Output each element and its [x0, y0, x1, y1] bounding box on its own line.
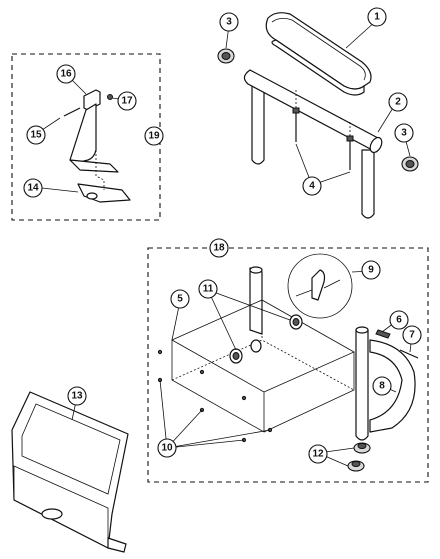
side-panel-foot: [107, 537, 127, 553]
end-cap-left: [217, 48, 235, 64]
svg-text:19: 19: [148, 131, 160, 142]
svg-text:11: 11: [203, 284, 214, 295]
small-pin: [399, 349, 419, 359]
screw-left-head: [292, 107, 300, 114]
callout-11: 11: [198, 279, 218, 299]
callout-6: 6: [389, 310, 409, 330]
svg-text:17: 17: [121, 96, 133, 107]
callout-17: 17: [117, 91, 137, 111]
bottom-cap-b: [347, 460, 365, 472]
knob-b: [229, 348, 243, 364]
callout-12: 12: [308, 444, 328, 464]
curved-handle: [369, 339, 416, 433]
frame-tube-right: [355, 329, 369, 441]
svg-text:7: 7: [409, 330, 415, 341]
panel-frame: [171, 339, 265, 433]
frame-assembly: [157, 253, 419, 472]
kit-box-19: [11, 53, 161, 221]
armrest-pad-top: [271, 18, 366, 81]
svg-text:5: 5: [177, 294, 183, 305]
callout-14: 14: [23, 178, 43, 198]
bracket-screw: [63, 107, 81, 117]
svg-text:3: 3: [401, 128, 407, 139]
callout-3a: 3: [219, 12, 239, 32]
callout-7: 7: [402, 325, 422, 345]
callout-19: 19: [144, 126, 164, 146]
bracket-washer: [86, 192, 98, 200]
bracket-assembly: [63, 89, 131, 203]
detail-clip: [311, 269, 326, 301]
knob-a: [289, 314, 303, 330]
side-panel-logo: [41, 508, 63, 520]
svg-text:14: 14: [27, 183, 39, 194]
knob-c: [250, 339, 262, 353]
callout-15: 15: [26, 125, 46, 145]
callout-8: 8: [372, 376, 392, 396]
callout-3b: 3: [394, 123, 414, 143]
svg-text:3: 3: [226, 17, 232, 28]
svg-text:12: 12: [312, 449, 324, 460]
svg-text:16: 16: [60, 69, 72, 80]
screw-right-head: [346, 135, 354, 142]
svg-text:13: 13: [71, 391, 83, 402]
bracket-plate: [69, 159, 119, 173]
detail-circle: [287, 253, 353, 319]
callout-16: 16: [56, 64, 76, 84]
bottom-cap-a: [353, 442, 371, 454]
svg-text:8: 8: [379, 381, 385, 392]
kit-box-18: [147, 247, 429, 483]
callout-1: 1: [367, 7, 387, 27]
svg-text:6: 6: [396, 315, 402, 326]
tube-end-right: [369, 136, 383, 154]
callout-18: 18: [209, 238, 229, 258]
svg-text:1: 1: [374, 12, 380, 23]
callout-4: 4: [302, 176, 322, 196]
svg-text:10: 10: [161, 443, 173, 454]
svg-text:15: 15: [30, 130, 42, 141]
side-panel-outer: [11, 391, 129, 549]
side-panel-inner: [21, 403, 121, 495]
side-panel: [11, 391, 129, 553]
armrest-pad: [265, 12, 372, 90]
callout-5: 5: [170, 289, 190, 309]
end-cap-right: [401, 156, 419, 172]
callout-13: 13: [67, 386, 87, 406]
armrest-pad-bottom: [271, 39, 365, 96]
callout-10: 10: [157, 438, 177, 458]
bracket-pin: [107, 94, 113, 100]
svg-text:9: 9: [368, 265, 374, 276]
svg-text:18: 18: [213, 243, 225, 254]
svg-text:2: 2: [395, 97, 401, 108]
armrest-assembly: [217, 12, 419, 219]
armrest-post-left: [251, 83, 265, 165]
bracket-body: [69, 103, 97, 163]
svg-text:4: 4: [309, 181, 315, 192]
armrest-post-right: [361, 149, 375, 219]
callout-2: 2: [388, 92, 408, 112]
callout-9: 9: [361, 260, 381, 280]
small-spring: [375, 329, 391, 339]
